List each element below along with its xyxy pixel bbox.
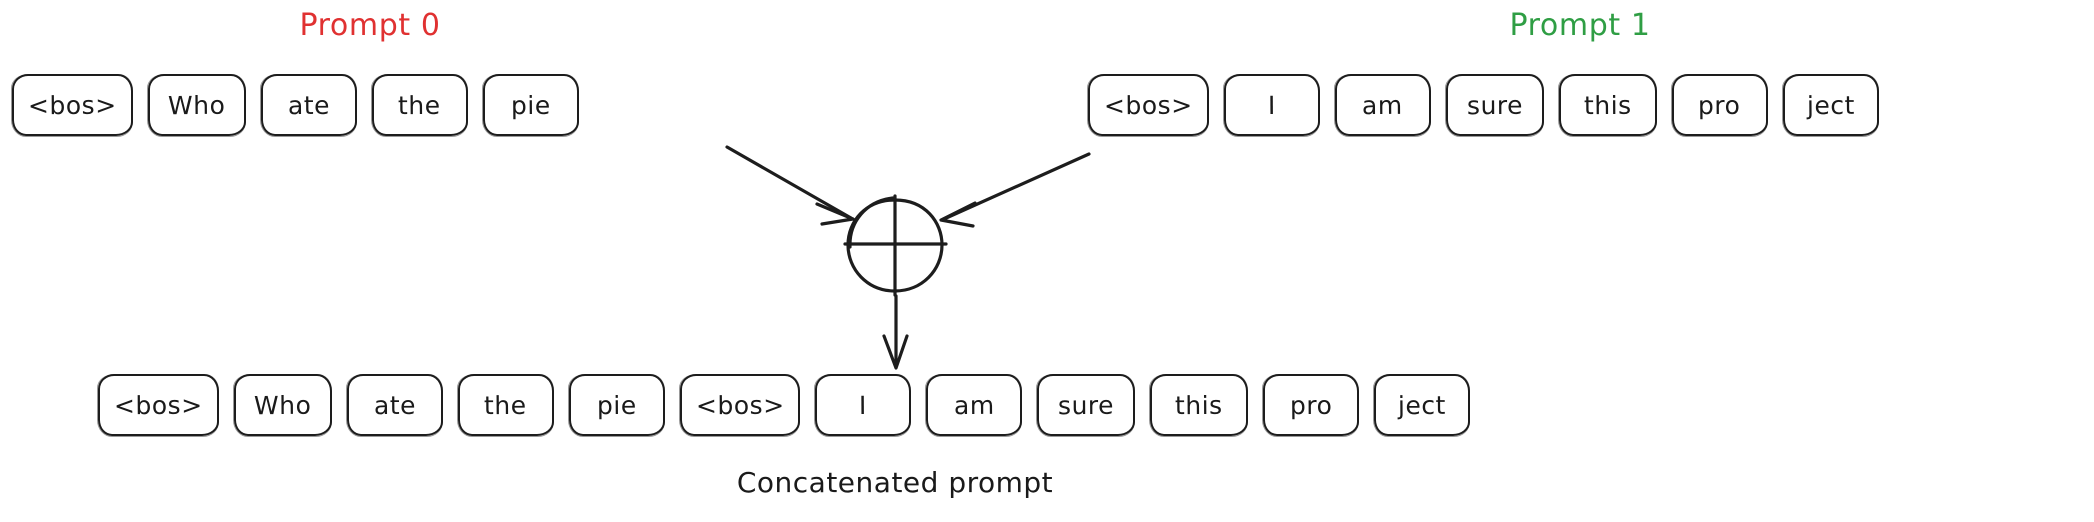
token-box[interactable]: pro: [1670, 74, 1768, 137]
token-label: Who: [253, 390, 312, 420]
prompt-1-label: Prompt 1: [1509, 8, 1651, 43]
token-box[interactable]: the: [456, 374, 554, 437]
token-box[interactable]: this: [1557, 74, 1657, 137]
prompt-1-token-row: <bos> I am sure this pro ject: [1087, 74, 1879, 137]
token-box[interactable]: ate: [345, 374, 443, 437]
token-box[interactable]: am: [925, 374, 1023, 437]
token-box[interactable]: sure: [1444, 74, 1544, 137]
token-box[interactable]: Who: [146, 74, 246, 137]
token-box[interactable]: pie: [567, 374, 665, 437]
token-label: am: [1362, 90, 1404, 120]
token-label: am: [953, 390, 995, 420]
token-box[interactable]: pro: [1262, 374, 1360, 437]
token-box[interactable]: <bos>: [678, 374, 801, 437]
token-box[interactable]: Who: [232, 374, 332, 437]
token-box[interactable]: I: [814, 374, 912, 437]
token-label: Who: [167, 90, 226, 120]
circle-plus-operator[interactable]: [843, 194, 948, 297]
token-label: pie: [510, 90, 551, 120]
token-label: pro: [1289, 390, 1333, 420]
token-box[interactable]: am: [1333, 74, 1431, 137]
token-label: <bos>: [695, 390, 785, 420]
token-label: this: [1175, 390, 1224, 420]
token-label: ject: [1806, 90, 1855, 120]
token-label: pie: [596, 390, 637, 420]
concatenated-prompt-caption: Concatenated prompt: [736, 466, 1054, 499]
arrow-prompt1-to-operator: [939, 152, 1091, 228]
token-label: <bos>: [1103, 90, 1193, 120]
token-label: sure: [1058, 390, 1115, 420]
token-box[interactable]: <bos>: [11, 74, 133, 137]
concatenated-token-row: <bos> Who ate the pie <bos> I am sure th…: [97, 374, 1471, 437]
arrow-operator-to-concat: [882, 294, 909, 370]
token-label: <bos>: [113, 390, 203, 420]
arrow-prompt0-to-operator: [725, 145, 855, 226]
token-box[interactable]: pie: [481, 74, 579, 137]
token-label: this: [1583, 90, 1632, 120]
token-box[interactable]: <bos>: [1087, 74, 1209, 137]
token-label: I: [859, 390, 868, 420]
token-box[interactable]: ate: [259, 74, 357, 137]
token-label: the: [484, 390, 527, 420]
token-box[interactable]: <bos>: [97, 374, 219, 437]
token-label: the: [398, 90, 441, 120]
prompt-0-token-row: <bos> Who ate the pie: [11, 74, 579, 137]
token-box[interactable]: ject: [1781, 74, 1879, 137]
token-label: ject: [1398, 390, 1447, 420]
token-box[interactable]: I: [1222, 74, 1320, 137]
token-label: pro: [1698, 90, 1741, 120]
token-box[interactable]: this: [1149, 374, 1249, 437]
token-label: sure: [1466, 90, 1523, 120]
token-label: <bos>: [27, 90, 117, 120]
token-label: ate: [287, 90, 330, 120]
token-label: I: [1267, 90, 1276, 120]
token-box[interactable]: the: [370, 74, 468, 137]
token-box[interactable]: sure: [1036, 374, 1136, 437]
prompt-0-label: Prompt 0: [299, 8, 441, 43]
token-label: ate: [373, 390, 416, 420]
token-box[interactable]: ject: [1373, 374, 1471, 437]
